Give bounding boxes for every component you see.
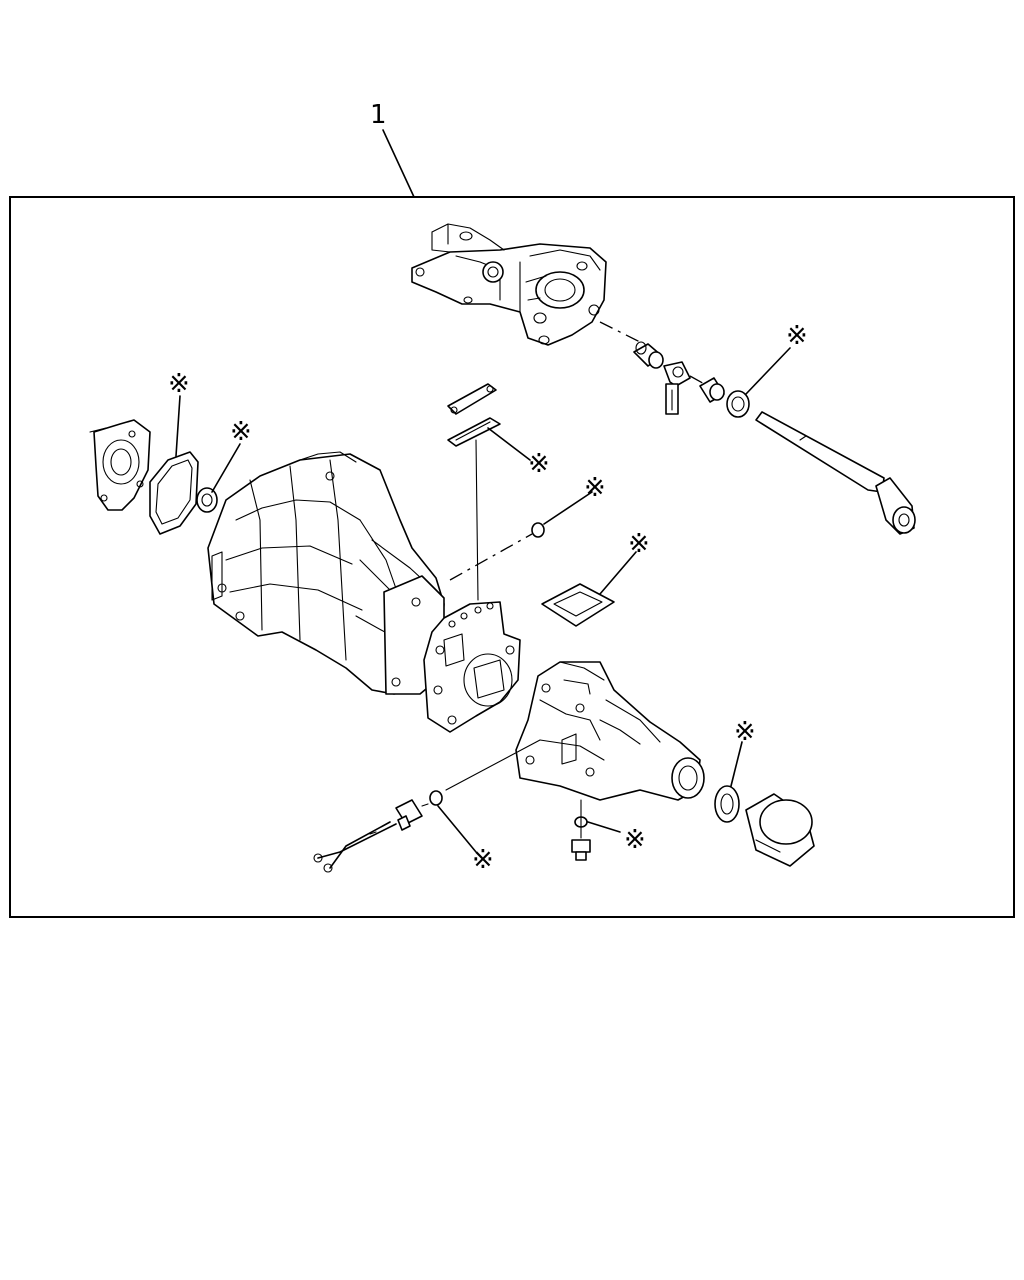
- kit-marker-3: ※: [230, 417, 252, 447]
- oil-seal-leader: [745, 347, 791, 395]
- o-ring-axis: [449, 533, 533, 581]
- gasket-leader: [175, 395, 181, 457]
- callout-leader: [382, 129, 415, 198]
- rear-cover-gasket: [149, 451, 199, 535]
- extension-housing: [515, 661, 705, 801]
- drain-plug: [571, 839, 591, 861]
- rear-cover: [89, 419, 151, 511]
- kit-marker-5: ※: [584, 473, 606, 503]
- drain-washer-leader: [587, 821, 621, 833]
- o-ring-leader: [543, 491, 593, 525]
- rear-seal-leader: [730, 741, 743, 787]
- interlock-plate: [447, 383, 497, 415]
- intermediate-plate: [423, 601, 521, 733]
- shift-lever-joint: [663, 361, 691, 415]
- kit-marker-9: ※: [734, 717, 756, 747]
- kit-marker-8: ※: [624, 825, 646, 855]
- sensor-axis: [445, 739, 541, 791]
- shift-bushing-small: [699, 377, 725, 403]
- input-seal-leader: [211, 443, 241, 493]
- sensor-washer: [429, 790, 443, 806]
- o-ring: [531, 522, 545, 538]
- kit-marker-2: ※: [168, 369, 190, 399]
- shift-axis-line: [599, 321, 641, 343]
- gear-shift-housing: [411, 223, 607, 346]
- control-cover-gasket: [541, 583, 615, 627]
- dust-cover: [745, 793, 815, 867]
- input-oil-seal: [196, 487, 218, 513]
- kit-marker-6: ※: [628, 529, 650, 559]
- kit-marker-7: ※: [472, 845, 494, 875]
- interlock-gasket: [447, 417, 501, 447]
- sensor-washer-leader: [437, 805, 477, 853]
- kit-marker-4: ※: [528, 449, 550, 479]
- interlock-axis: [475, 439, 479, 601]
- kit-marker-1: ※: [786, 321, 808, 351]
- shift-rod: [755, 411, 916, 535]
- transmission-case: [207, 451, 445, 695]
- assembly-frame: [9, 196, 1015, 918]
- speed-sensor: [313, 799, 429, 873]
- shift-bushing: [633, 341, 664, 369]
- shift-axis-line-2: [689, 375, 709, 387]
- shift-rod-oil-seal: [726, 390, 750, 418]
- rear-oil-seal: [714, 785, 740, 823]
- control-gasket-leader: [599, 551, 637, 595]
- callout-number: 1: [370, 100, 387, 130]
- interlock-gasket-leader: [487, 427, 531, 461]
